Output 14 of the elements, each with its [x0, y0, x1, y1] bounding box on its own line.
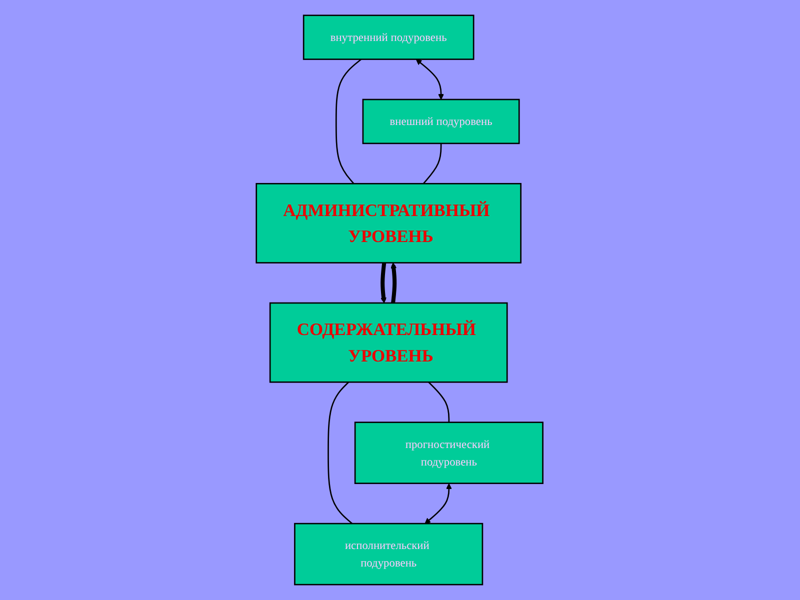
- node-box: АДМИНИСТРАТИВНЫЙ УРОВЕНЬ: [256, 183, 522, 264]
- node-box: исполнительский подуровень: [294, 522, 484, 586]
- arrow: [425, 483, 452, 524]
- connector: [328, 382, 354, 524]
- connector: [336, 58, 362, 184]
- arrow: [416, 59, 444, 100]
- node-box: внешний подуровень: [362, 98, 520, 144]
- connector: [428, 382, 450, 422]
- arrow: [391, 262, 398, 304]
- connector: [423, 143, 442, 184]
- arrow: [380, 262, 387, 304]
- node-box: СОДЕРЖАТЕЛЬНЫЙ УРОВЕНЬ: [270, 302, 508, 383]
- node-box: прогностический подуровень: [354, 422, 544, 484]
- node-box: внутренний подуровень: [303, 14, 475, 60]
